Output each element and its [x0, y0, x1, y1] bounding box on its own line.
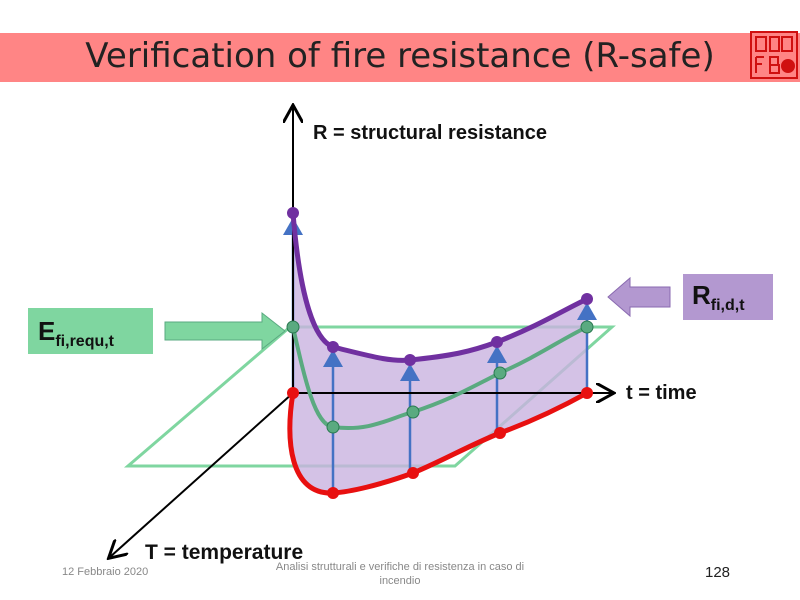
- temperature-points: [287, 387, 593, 499]
- footer-text: Analisi strutturali e verifiche di resis…: [275, 561, 525, 587]
- r-main: R: [692, 280, 711, 310]
- e-box-label: Efi,requ,t: [38, 316, 114, 351]
- e-sub: fi,requ,t: [55, 333, 115, 351]
- resistance-points: [287, 207, 593, 366]
- footer-date: 12 Febbraio 2020: [62, 566, 149, 578]
- e-box: [28, 308, 153, 354]
- resistance-area-fill: [289, 213, 587, 494]
- r-box: [683, 274, 773, 320]
- temperature-axis-label: T = temperature: [145, 541, 304, 564]
- t-axis-label: t = time: [626, 382, 697, 404]
- action-points: [286, 320, 594, 434]
- r-arrow: [607, 276, 671, 318]
- temperature-axis: [110, 392, 294, 557]
- e-arrow: [164, 311, 286, 351]
- page-number: 128: [705, 564, 731, 581]
- r-axis-label: R = structural resistance: [313, 122, 547, 144]
- e-main: E: [38, 316, 56, 346]
- seal-stamp-logo: [750, 31, 798, 79]
- r-box-label: Rfi,d,t: [692, 280, 745, 315]
- r-sub: fi,d,t: [710, 297, 745, 315]
- title-bar: [0, 33, 800, 82]
- slide-title: Verification of fire resistance (R-safe): [85, 36, 715, 76]
